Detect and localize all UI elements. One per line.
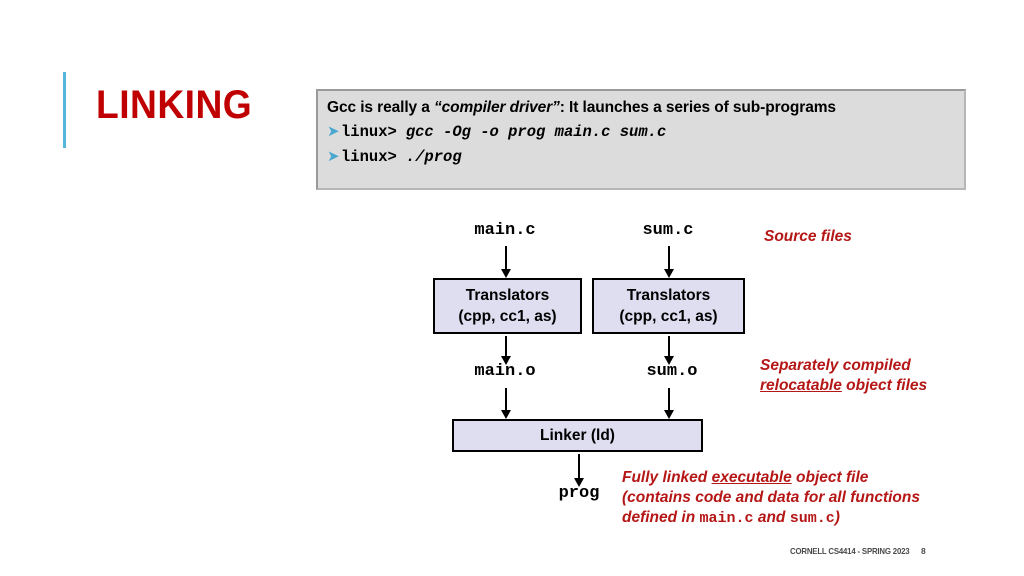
- annotation-executable-line3-mid: and: [753, 509, 790, 526]
- arrow-translator-to-main-o: [501, 336, 511, 365]
- arrow-bullet-icon: ➤: [327, 123, 340, 140]
- translator-box-line1: Translators: [626, 287, 711, 304]
- translator-box-line1: Translators: [465, 287, 550, 304]
- translator-box-line2: (cpp, cc1, as): [619, 308, 718, 325]
- annotation-executable-line1-tail: object file: [791, 469, 869, 486]
- gcc-headline-suffix: : It launches a series of sub-programs: [559, 99, 836, 116]
- annotation-relocatable-tail: object files: [841, 377, 928, 394]
- arrow-sum-c-to-translator: [664, 246, 674, 278]
- annotation-executable-mono-sum-c: sum.c: [789, 510, 835, 527]
- gcc-headline: Gcc is really a “compiler driver”: It la…: [327, 98, 954, 118]
- linker-box: Linker (ld): [452, 419, 703, 452]
- arrow-sum-o-to-linker: [664, 388, 674, 419]
- title-accent-bar: [63, 72, 66, 148]
- annotation-executable-line3-head: defined in: [622, 509, 700, 526]
- annotation-relocatable-underlined: relocatable: [760, 377, 842, 394]
- executable-label-prog: prog: [558, 484, 600, 503]
- command-prompt: linux>: [341, 123, 397, 141]
- translator-box-main: Translators (cpp, cc1, as): [433, 278, 582, 334]
- arrow-bullet-icon: ➤: [327, 148, 340, 165]
- annotation-source-files: Source files: [764, 228, 852, 245]
- annotation-relocatable-objects: Separately compiled relocatable object f…: [760, 356, 927, 396]
- annotation-executable-mono-main-c: main.c: [699, 510, 754, 527]
- gcc-headline-prefix: Gcc is really a: [327, 99, 434, 116]
- command-prompt: linux>: [341, 148, 397, 166]
- command-line-1: ➤ linux> gcc -Og -o prog main.c sum.c: [327, 121, 954, 143]
- linker-box-label: Linker (ld): [540, 427, 615, 444]
- command-text: gcc -Og -o prog main.c sum.c: [405, 123, 667, 141]
- arrow-main-o-to-linker: [501, 388, 511, 419]
- annotation-executable-underlined: executable: [711, 469, 792, 486]
- arrow-translator-to-sum-o: [664, 336, 674, 365]
- command-text: ./prog: [405, 148, 462, 166]
- translator-box-line2: (cpp, cc1, as): [458, 308, 557, 325]
- annotation-relocatable-line1: Separately compiled: [760, 357, 911, 374]
- gcc-headline-quoted: “compiler driver”: [433, 99, 560, 116]
- arrow-linker-to-prog: [574, 454, 584, 487]
- annotation-executable-object-file: Fully linked executable object file (con…: [622, 468, 920, 529]
- object-file-label-sum-o: sum.o: [646, 362, 698, 381]
- annotation-relocatable-line2: relocatable object files: [760, 376, 927, 396]
- object-file-label-main-o: main.o: [474, 362, 536, 381]
- page-title: LINKING: [96, 83, 253, 127]
- annotation-executable-line3-tail: ): [834, 509, 840, 526]
- arrow-main-c-to-translator: [501, 246, 511, 278]
- footer-page-number: 8: [921, 546, 926, 556]
- gcc-callout-box: Gcc is really a “compiler driver”: It la…: [316, 89, 966, 190]
- annotation-executable-line1: Fully linked executable object file: [622, 468, 920, 488]
- source-file-label-sum-c: sum.c: [642, 221, 694, 240]
- command-line-2: ➤ linux> ./prog: [327, 146, 954, 168]
- annotation-executable-line3: defined in main.c and sum.c): [622, 508, 920, 529]
- footer-course-label: CORNELL CS4414 - SPRING 2023: [790, 546, 910, 556]
- annotation-executable-line2: (contains code and data for all function…: [622, 489, 920, 506]
- annotation-executable-line1-head: Fully linked: [622, 469, 712, 486]
- translator-box-sum: Translators (cpp, cc1, as): [592, 278, 745, 334]
- source-file-label-main-c: main.c: [474, 221, 536, 240]
